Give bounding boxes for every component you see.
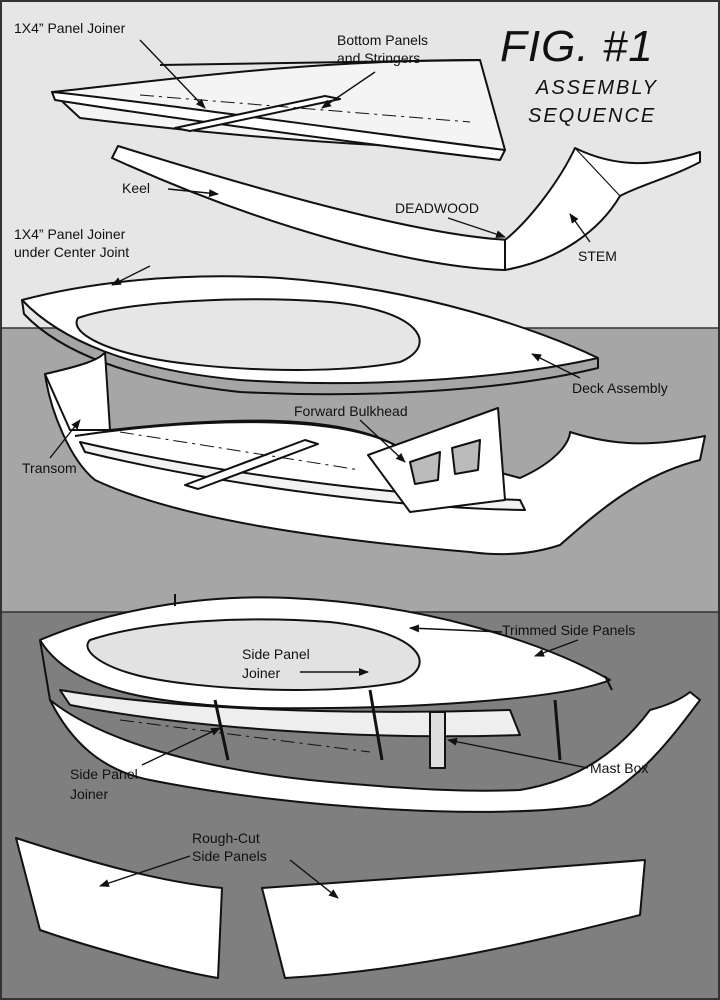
arrow-trimmed-panels	[409, 624, 503, 633]
arrow-bottom-panels	[321, 71, 376, 109]
label-trimmed-side-panels: Trimmed Side Panels	[502, 622, 636, 638]
arrow-forward-bulkhead	[359, 419, 406, 463]
arrow-keel	[167, 188, 219, 198]
label-panel-joiner-center-1: 1X4” Panel Joiner	[14, 226, 126, 242]
arrow-transom	[49, 419, 81, 459]
label-panel-joiner-center-2: under Center Joint	[14, 244, 130, 260]
rough-cut-panel-left	[15, 837, 223, 979]
figure-subtitle-line2: SEQUENCE	[528, 105, 657, 127]
arrow-center-joiner	[111, 265, 151, 286]
arrow-panel-joiner	[139, 39, 206, 109]
label-keel: Keel	[122, 180, 151, 196]
label-rough-cut-1: Rough-Cut	[192, 830, 260, 846]
label-side-panel-joiner-top-1: Side Panel	[242, 646, 310, 662]
label-panel-joiner: 1X4” Panel Joiner	[14, 20, 126, 36]
arrow-deadwood	[447, 217, 506, 238]
label-side-panel-joiner-left-1: Side Panel	[70, 766, 138, 782]
figure-title: FIG. #1	[500, 22, 654, 71]
stem-part	[504, 147, 701, 271]
arrow-trimmed-panels-2	[534, 639, 579, 657]
deck-assembly-part	[21, 275, 599, 396]
rough-cut-panel-right	[261, 859, 646, 979]
label-rough-cut-2: Side Panels	[192, 848, 267, 864]
label-forward-bulkhead: Forward Bulkhead	[294, 403, 408, 419]
label-bottom-panels-1: Bottom Panels	[337, 32, 429, 48]
label-side-panel-joiner-left-2: Joiner	[70, 786, 109, 802]
label-transom: Transom	[22, 460, 77, 476]
arrow-stem	[569, 213, 591, 243]
arrow-rough-cut-right	[289, 859, 339, 899]
arrow-deck-assembly	[531, 353, 581, 379]
bottom-panels-part	[51, 59, 506, 161]
label-stem: STEM	[578, 248, 617, 264]
arrow-rough-cut-left	[99, 855, 191, 887]
figure-subtitle-line1: ASSEMBLY	[536, 77, 658, 99]
arrow-mast-box	[447, 737, 589, 769]
label-side-panel-joiner-top-2: Joiner	[242, 665, 281, 681]
label-deadwood: DEADWOOD	[395, 200, 479, 216]
label-bottom-panels-2: and Stringers	[337, 50, 421, 66]
label-deck-assembly: Deck Assembly	[572, 380, 668, 396]
arrow-side-joiner-left	[141, 727, 221, 766]
forward-bulkhead-part	[367, 407, 506, 513]
label-mast-box: Mast Box	[590, 760, 649, 776]
